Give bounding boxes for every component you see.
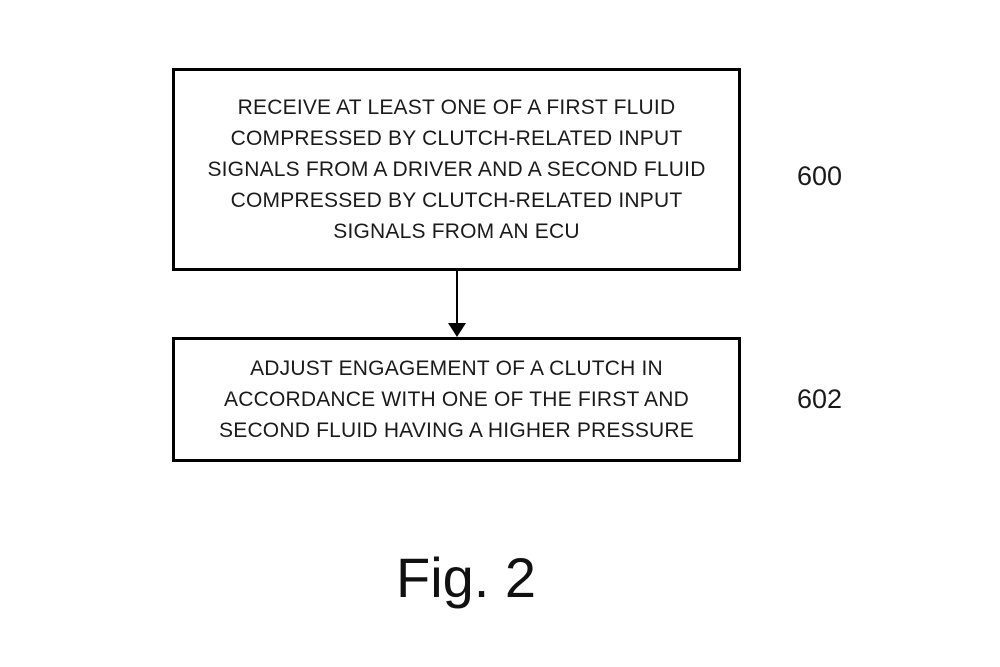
flow-step-box-600: RECEIVE AT LEAST ONE OF A FIRST FLUID CO… xyxy=(172,68,741,271)
reference-label-602: 602 xyxy=(797,384,843,414)
flow-step-text-600: RECEIVE AT LEAST ONE OF A FIRST FLUID CO… xyxy=(207,96,706,243)
connector-arrow-line xyxy=(456,271,458,325)
reference-label-600: 600 xyxy=(797,161,843,191)
flow-step-box-602: ADJUST ENGAGEMENT OF A CLUTCH IN ACCORDA… xyxy=(172,337,741,462)
arrow-head-icon xyxy=(448,323,466,337)
figure-caption: Fig. 2 xyxy=(396,546,537,609)
flow-step-text-602: ADJUST ENGAGEMENT OF A CLUTCH IN ACCORDA… xyxy=(219,357,694,442)
